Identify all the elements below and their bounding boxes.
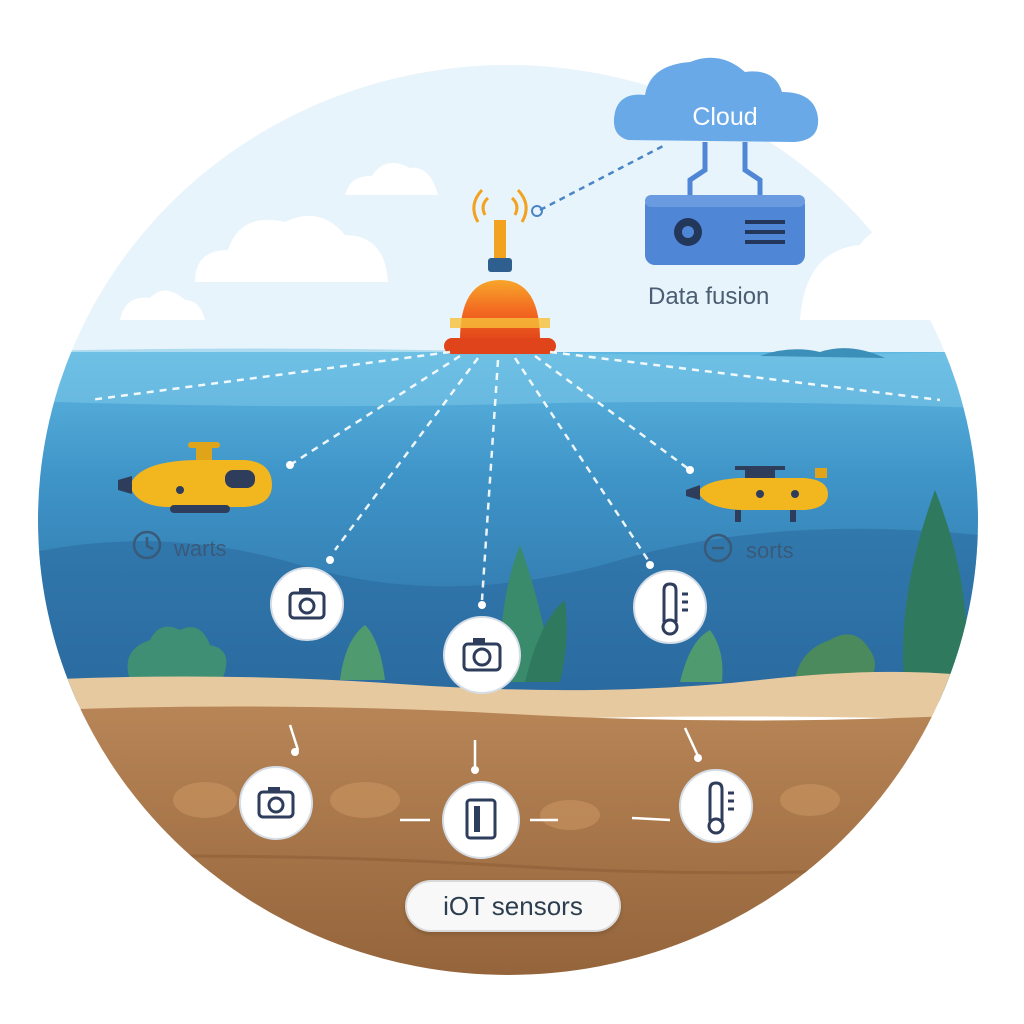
server-icon: [645, 195, 805, 265]
link-endpoint: [531, 205, 543, 217]
sensor-camera-1[interactable]: [270, 567, 344, 641]
submarine-icon: [118, 442, 272, 513]
clock-icon: [703, 533, 733, 563]
camera-icon: [288, 588, 326, 620]
thermometer-icon: [707, 781, 734, 835]
sensor-thermometer-1[interactable]: [633, 570, 707, 644]
wireless-signal-icon: [472, 188, 528, 223]
sea-plants: [127, 490, 967, 690]
left-vehicle-label: warts: [174, 536, 227, 561]
clock-icon: [132, 530, 162, 560]
buoy-cloud-link: [539, 143, 666, 212]
right-vehicle-label: sorts: [746, 538, 794, 563]
link-arrowheads: [286, 461, 702, 774]
underwater-drone-icon: [686, 466, 828, 522]
buoy-sensor-links: [89, 350, 941, 601]
sensor-camera-3[interactable]: [239, 766, 313, 840]
thermometer-icon: [661, 582, 688, 636]
camera-icon: [462, 638, 502, 672]
iot-sensors-badge: iOT sensors: [405, 880, 621, 932]
sensor-camera-2[interactable]: [443, 616, 521, 694]
camera-icon: [257, 787, 295, 819]
cloud-icon: [613, 57, 819, 142]
cloud-server-links: [687, 142, 763, 195]
soil-links: [288, 724, 700, 822]
water-surface: [38, 348, 978, 410]
sensor-storage[interactable]: [442, 781, 520, 859]
distant-island: [760, 348, 885, 358]
data-fusion-label: Data fusion: [648, 283, 770, 310]
storage-device-icon: [465, 798, 497, 840]
buoy-icon: [444, 220, 556, 354]
soil-patches: [173, 782, 840, 830]
sensor-thermometer-2[interactable]: [679, 769, 753, 843]
cloud-label: Cloud: [692, 103, 758, 131]
